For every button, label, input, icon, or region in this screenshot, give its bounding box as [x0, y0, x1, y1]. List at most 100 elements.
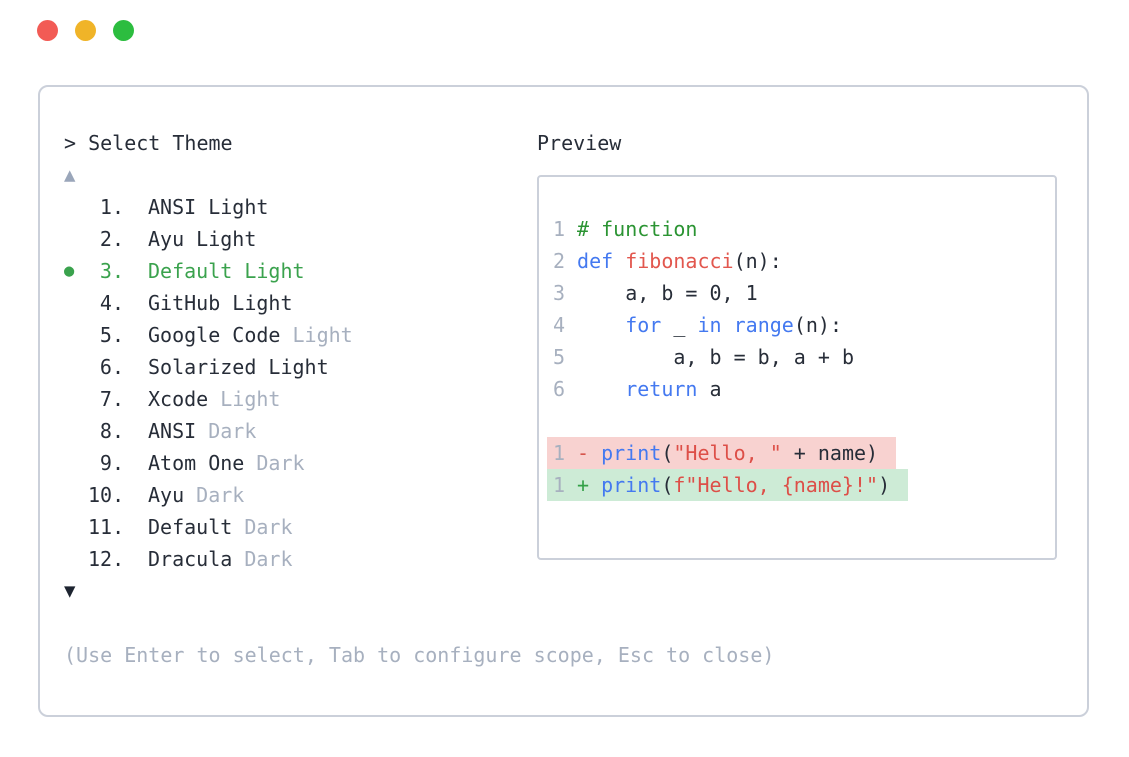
marker-spacer [64, 223, 88, 255]
code-token [722, 313, 734, 337]
theme-item-label-part: Dracula [148, 547, 245, 571]
code-token [613, 249, 625, 273]
theme-item-number: 2. [99, 227, 124, 251]
theme-item-number: 4. [99, 291, 124, 315]
code-token: "Hello, " [673, 441, 782, 465]
code-token: def [577, 249, 614, 273]
theme-list-item[interactable]: 12.Dracula Dark [64, 543, 537, 575]
theme-item-label-part: Xcode [148, 387, 221, 411]
code-line: 6 return a [547, 373, 740, 405]
code-token: f"Hello, {name}!" [673, 473, 879, 497]
marker-spacer [64, 415, 88, 447]
theme-item-label-part: Default [148, 515, 245, 539]
theme-item-number: 9. [99, 451, 124, 475]
close-button-icon[interactable] [37, 20, 58, 41]
theme-list-item[interactable]: 10. Ayu Dark [64, 479, 537, 511]
code-token: in [697, 313, 722, 337]
theme-list-item[interactable]: 5.Google Code Light [64, 319, 537, 351]
line-number: 1 [553, 217, 566, 241]
number-gap [124, 351, 148, 383]
theme-item-label: Default Light [148, 255, 305, 287]
theme-list-item[interactable]: ●3.Default Light [64, 255, 537, 287]
line-number: 2 [553, 249, 566, 273]
marker-spacer [64, 447, 88, 479]
diff-sign: - [577, 441, 590, 465]
marker-spacer [64, 479, 88, 511]
theme-item-label: Google Code Light [148, 319, 353, 351]
code-token: print [601, 473, 662, 497]
number-gap [124, 415, 148, 447]
code-text: a, b = 0, 1 [577, 277, 757, 309]
theme-item-number: 10. [88, 483, 125, 507]
code-line: 4 for _ in range(n): [547, 309, 860, 341]
code-token: + name) [781, 441, 879, 465]
theme-item-label-part: Ayu [148, 483, 197, 507]
code-token [577, 313, 625, 337]
line-number: 6 [553, 377, 566, 401]
code-token: a, b = b, a + b [577, 345, 854, 369]
theme-item-number: 12. [88, 547, 125, 571]
line-number: 3 [553, 281, 566, 305]
theme-item-label-part: Solarized Light [148, 355, 329, 379]
code-token: (n): [793, 313, 842, 337]
marker-spacer [64, 351, 88, 383]
theme-item-number: 7. [99, 387, 124, 411]
theme-list-item[interactable]: 9. Atom One Dark [64, 447, 537, 479]
theme-item-label: ANSI Light [148, 191, 268, 223]
code-token: return [625, 377, 698, 401]
code-text: return a [577, 373, 722, 405]
theme-item-label-part: Light [292, 323, 353, 347]
marker-spacer [64, 511, 88, 543]
theme-list-item[interactable]: 8.ANSI Dark [64, 415, 537, 447]
theme-item-label-part: GitHub Light [148, 291, 293, 315]
theme-list-item[interactable]: 6. Solarized Light [64, 351, 537, 383]
code-token: a [697, 377, 722, 401]
scroll-up-icon[interactable]: ▲ [64, 164, 76, 186]
theme-item-number: 6. [99, 355, 124, 379]
theme-item-label: Atom One Dark [148, 447, 305, 479]
code-text: def fibonacci(n): [577, 245, 782, 277]
theme-list-item[interactable]: 4. GitHub Light [64, 287, 537, 319]
theme-list-item[interactable]: 7.Xcode Light [64, 383, 537, 415]
code-line: 2 def fibonacci(n): [547, 245, 800, 277]
number-gap [124, 511, 148, 543]
code-text: print(f"Hello, {name}!") [601, 469, 890, 501]
diff-line-added: 1 + print(f"Hello, {name}!") [547, 469, 909, 501]
scroll-down-icon[interactable]: ▼ [64, 580, 76, 602]
code-token: fibonacci [625, 249, 734, 273]
theme-list-item[interactable]: 1.ANSI Light [64, 191, 537, 223]
theme-list-item[interactable]: 2. Ayu Light [64, 223, 537, 255]
code-line: 3 a, b = 0, 1 [547, 277, 776, 309]
line-number: 1 [553, 473, 566, 497]
code-token: ) [878, 473, 891, 497]
code-token [577, 377, 625, 401]
zoom-button-icon[interactable] [113, 20, 134, 41]
diff-sign: + [577, 473, 590, 497]
number-gap [124, 447, 148, 479]
code-text: for _ in range(n): [577, 309, 842, 341]
code-token: (n): [733, 249, 782, 273]
theme-item-label-part: Dark [196, 483, 245, 507]
theme-item-number: 11. [88, 515, 125, 539]
theme-item-label: Ayu Light [148, 223, 256, 255]
theme-item-label-part: ANSI Light [148, 195, 269, 219]
line-number: 5 [553, 345, 566, 369]
diff-line-removed: 1-print("Hello, " + name) [547, 437, 897, 469]
theme-item-label: Ayu Dark [148, 479, 244, 511]
theme-item-label: Solarized Light [148, 351, 329, 383]
theme-item-label-part: Dark [256, 451, 305, 475]
minimize-button-icon[interactable] [75, 20, 96, 41]
theme-item-label-part: Dark [208, 419, 257, 443]
code-token: # function [577, 217, 698, 241]
code-token: range [733, 313, 794, 337]
code-line: 1 # function [547, 213, 715, 245]
code-text: print("Hello, " + name) [601, 437, 878, 469]
theme-list-item[interactable]: 11.Default Dark [64, 511, 537, 543]
